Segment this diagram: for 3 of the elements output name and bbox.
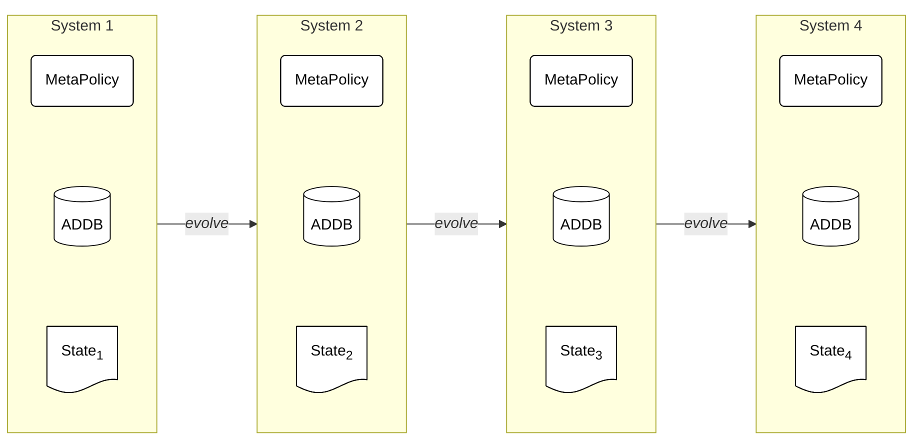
edge-label: evolve (684, 216, 728, 232)
edge-label: evolve (434, 216, 478, 232)
edge-label: evolve (185, 216, 229, 232)
